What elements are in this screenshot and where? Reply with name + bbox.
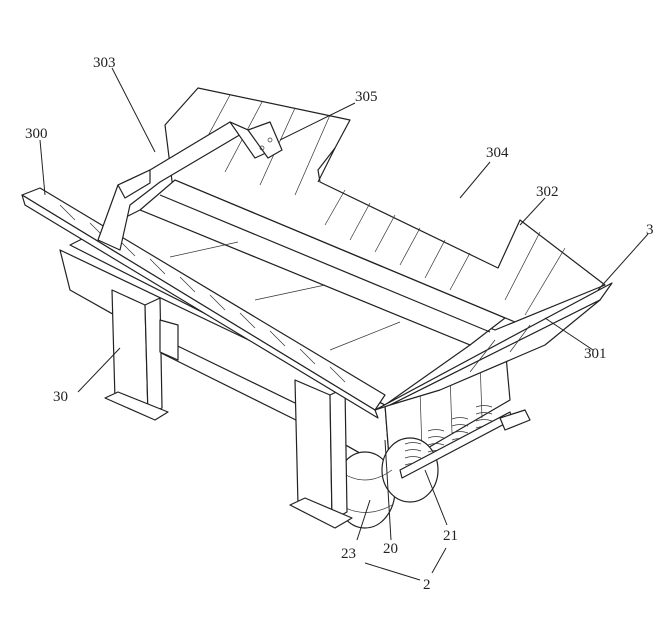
leader-lines xyxy=(39,67,649,581)
label-304: 304 xyxy=(486,145,509,161)
label-30: 30 xyxy=(53,389,68,405)
label-302: 302 xyxy=(536,184,559,200)
label-300: 300 xyxy=(25,126,48,142)
label-301: 301 xyxy=(584,346,607,362)
label-305: 305 xyxy=(355,89,378,105)
arched-support xyxy=(97,121,283,251)
support-legs xyxy=(104,289,353,529)
motor xyxy=(334,437,439,529)
label-23: 23 xyxy=(341,546,356,562)
springs xyxy=(399,405,531,479)
label-303: 303 xyxy=(93,55,116,71)
label-20: 20 xyxy=(383,541,398,557)
label-2: 2 xyxy=(423,577,431,593)
label-21: 21 xyxy=(443,528,458,544)
label-3: 3 xyxy=(646,222,654,238)
